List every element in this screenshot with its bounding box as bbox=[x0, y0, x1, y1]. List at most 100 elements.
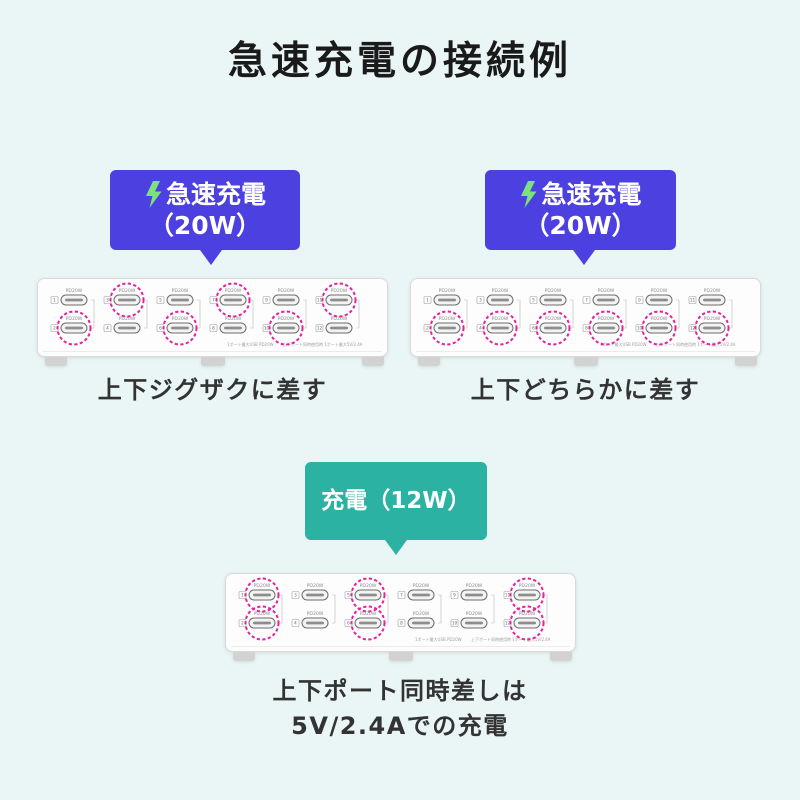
port-number: 7 bbox=[400, 593, 403, 598]
port-rating-label: PD20W bbox=[651, 288, 668, 294]
usb-c-port-slot bbox=[277, 326, 295, 330]
port-number: 4 bbox=[479, 326, 482, 331]
device-spec-text: 1ポート最大USB PD20W bbox=[415, 636, 462, 642]
port-pair-bracket bbox=[303, 299, 307, 329]
device-spec-text: 上下ポート同時使用時 1ポート最大5V/2.4A bbox=[471, 636, 551, 642]
port-number: 12 bbox=[505, 621, 511, 626]
port-number: 3 bbox=[479, 298, 482, 303]
port-number: 8 bbox=[585, 326, 588, 331]
callout-label: 急速充電 bbox=[165, 180, 266, 209]
in-use-port-highlight bbox=[244, 577, 280, 613]
usb-c-port-slot bbox=[253, 621, 271, 625]
port-rating-label: PD20W bbox=[519, 583, 536, 589]
port-pair-bracket bbox=[570, 299, 574, 329]
port-number: 5 bbox=[532, 298, 535, 303]
in-use-port-highlight bbox=[321, 282, 357, 318]
port-rating-label: PD20W bbox=[466, 611, 483, 617]
caption-line: 上下ポート同時差しは bbox=[272, 677, 528, 705]
port-number: 5 bbox=[159, 298, 162, 303]
port-number: 1 bbox=[426, 298, 429, 303]
usb-c-port-slot bbox=[359, 593, 377, 597]
port-number: 3 bbox=[106, 298, 109, 303]
usb-c-port-slot bbox=[597, 326, 615, 330]
port-number-box bbox=[635, 296, 644, 304]
port-rating-label: PD20W bbox=[466, 583, 483, 589]
port-rating-label: PD20W bbox=[519, 611, 536, 617]
port-number: 9 bbox=[265, 298, 268, 303]
usb-c-port-slot bbox=[118, 326, 136, 330]
port-number: 11 bbox=[505, 593, 511, 598]
port-rating-label: PD20W bbox=[278, 316, 295, 322]
port-rating-label: PD20W bbox=[413, 611, 430, 617]
port-number: 1 bbox=[53, 298, 56, 303]
port-rating-label: PD20W bbox=[492, 316, 509, 322]
usb-c-port-slot bbox=[518, 621, 536, 625]
charge-callout: 充電（12W） bbox=[305, 462, 487, 555]
fast-charge-callout: 急速充電 （20W） bbox=[110, 170, 300, 265]
port-number: 10 bbox=[637, 326, 643, 331]
callout-label: 充電 bbox=[321, 487, 368, 514]
in-use-port-highlight bbox=[535, 310, 571, 346]
port-number: 2 bbox=[426, 326, 429, 331]
usb-c-port-slot bbox=[465, 621, 483, 625]
port-rating-label: PD20W bbox=[492, 288, 509, 294]
caption-line: 上下どちらかに差す bbox=[470, 376, 701, 404]
usb-c-port-slot bbox=[597, 298, 615, 302]
usb-c-port-slot bbox=[650, 326, 668, 330]
usb-c-port-slot bbox=[518, 593, 536, 597]
callout-heading: 充電（12W） bbox=[321, 486, 470, 517]
port-pair-bracket bbox=[356, 299, 360, 329]
port-pair-bracket bbox=[676, 299, 680, 329]
port-rating-label: PD20W bbox=[278, 288, 295, 294]
usb-c-port-slot bbox=[224, 298, 242, 302]
usb-c-port-slot bbox=[703, 298, 721, 302]
port-rating-label: PD20W bbox=[225, 288, 242, 294]
port-rating-label: PD20W bbox=[254, 611, 271, 617]
port-rating-label: PD20W bbox=[360, 583, 377, 589]
usb-c-port-slot bbox=[491, 298, 509, 302]
connection-caption: 上下ジグザクに差す bbox=[37, 374, 388, 406]
port-number-box bbox=[291, 591, 300, 599]
callout-wattage: （12W） bbox=[367, 487, 471, 514]
port-number: 2 bbox=[241, 621, 244, 626]
in-use-port-highlight bbox=[109, 282, 145, 318]
usb-c-port-slot bbox=[412, 593, 430, 597]
port-number-box bbox=[423, 296, 432, 304]
caption-line: 上下ジグザクに差す bbox=[97, 376, 328, 404]
port-number: 6 bbox=[532, 326, 535, 331]
in-use-port-highlight bbox=[350, 605, 386, 641]
port-pair-bracket bbox=[491, 594, 495, 624]
port-pair-bracket bbox=[517, 299, 521, 329]
port-rating-label: PD20W bbox=[66, 316, 83, 322]
port-number: 3 bbox=[294, 593, 297, 598]
port-rating-label: PD20W bbox=[307, 611, 324, 617]
in-use-port-highlight bbox=[215, 282, 251, 318]
port-rating-label: PD20W bbox=[307, 583, 324, 589]
callout-heading: 急速充電 bbox=[519, 179, 642, 210]
usb-c-port-slot bbox=[438, 298, 456, 302]
port-pair-bracket bbox=[197, 299, 201, 329]
port-number: 12 bbox=[317, 326, 323, 331]
in-use-port-highlight bbox=[641, 310, 677, 346]
usb-c-port-slot bbox=[359, 621, 377, 625]
callout-wattage: （20W） bbox=[148, 211, 262, 240]
usb-c-port-slot bbox=[544, 326, 562, 330]
usb-c-port-slot bbox=[412, 621, 430, 625]
port-number: 12 bbox=[690, 326, 696, 331]
in-use-port-highlight bbox=[350, 577, 386, 613]
port-number-box bbox=[156, 296, 165, 304]
callout-label: 急速充電 bbox=[541, 180, 642, 209]
caption-line: 5V/2.4Aでの充電 bbox=[291, 712, 509, 740]
usb-c-port-slot bbox=[306, 621, 324, 625]
port-number: 8 bbox=[400, 621, 403, 626]
in-use-port-highlight bbox=[268, 310, 304, 346]
port-rating-label: PD20W bbox=[254, 583, 271, 589]
